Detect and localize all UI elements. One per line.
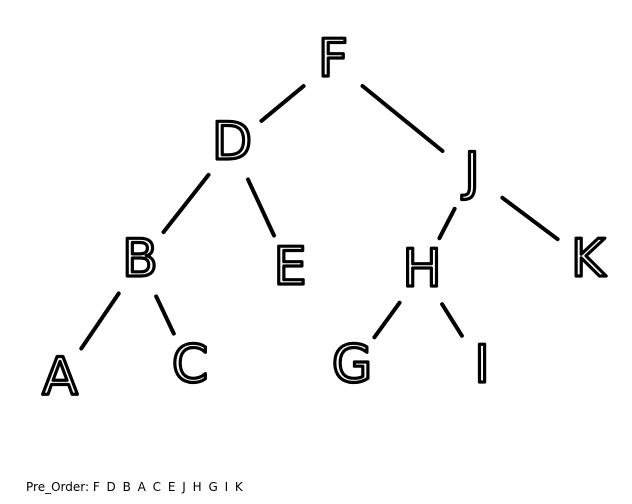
preorder-caption: Pre_Order: F D B A C E J H G I K [26, 480, 244, 494]
preorder-label: Pre_Order: [26, 480, 90, 494]
node-g: G [332, 335, 372, 395]
node-d: D [212, 112, 252, 172]
node-b: B [122, 229, 158, 289]
node-h: H [402, 239, 441, 299]
node-j: J [461, 142, 479, 202]
node-k: K [571, 229, 607, 289]
node-a: A [42, 347, 78, 407]
preorder-sequence: F D B A C E J H G I K [92, 480, 245, 494]
edge-d-e [246, 177, 276, 238]
edge-f-d [259, 84, 306, 123]
node-i: I [474, 335, 489, 395]
edges-layer [79, 84, 560, 351]
edge-h-i [440, 302, 464, 338]
edge-h-g [372, 300, 402, 340]
node-f: F [318, 29, 348, 89]
edge-j-h [437, 206, 457, 241]
node-c: C [172, 335, 208, 395]
edge-b-c [154, 294, 176, 336]
edge-b-a [79, 291, 121, 351]
edge-d-b [161, 172, 211, 235]
edge-f-j [360, 84, 445, 153]
edge-j-k [500, 195, 560, 242]
node-e: E [274, 237, 307, 297]
nodes-layer: F D J B E H K A C G I [41, 27, 609, 408]
